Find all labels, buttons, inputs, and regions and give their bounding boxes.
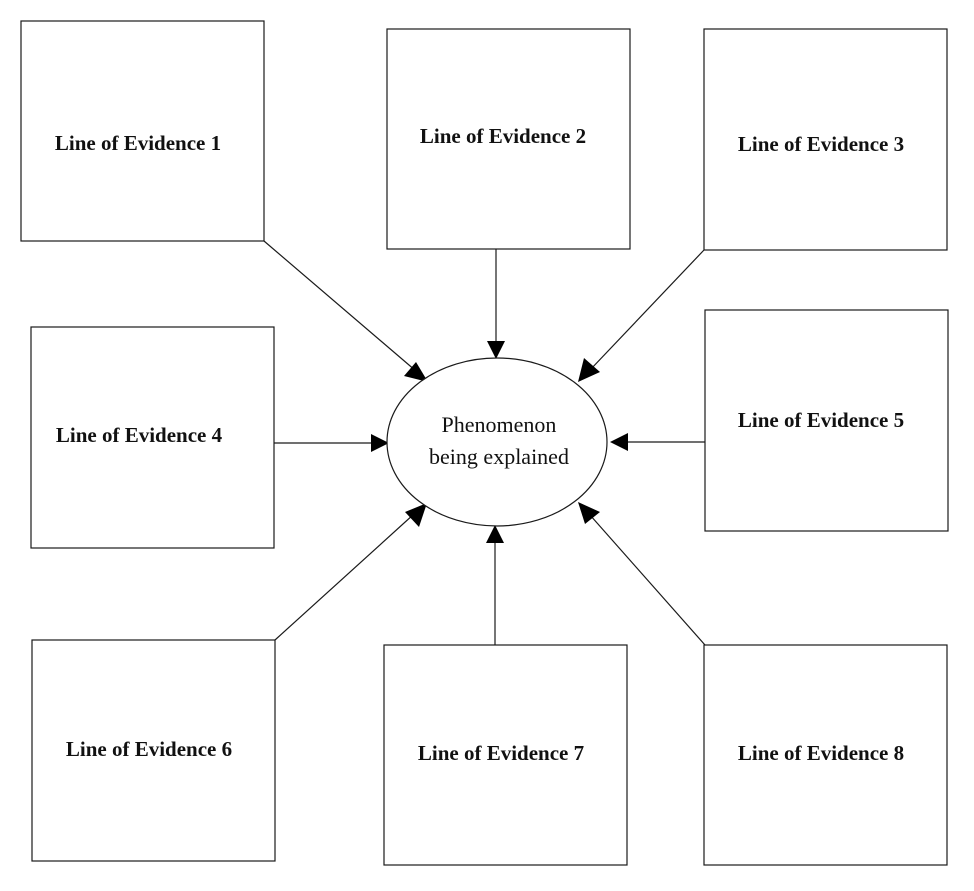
box-label: Line of Evidence 1 bbox=[55, 131, 221, 155]
box-2: Line of Evidence 2 bbox=[386, 28, 631, 250]
box-label: Line of Evidence 4 bbox=[56, 423, 223, 447]
center-node: Phenomenon being explained bbox=[386, 357, 608, 527]
box-label: Line of Evidence 2 bbox=[420, 124, 586, 148]
box-label: Line of Evidence 7 bbox=[418, 741, 584, 765]
arrow-box-8 bbox=[578, 502, 706, 646]
arrow-box-6 bbox=[274, 503, 427, 641]
box-3: Line of Evidence 3 bbox=[703, 28, 948, 251]
box-5: Line of Evidence 5 bbox=[704, 309, 949, 532]
center-label-line2: being explained bbox=[429, 444, 569, 469]
center-label-line1: Phenomenon bbox=[442, 412, 557, 437]
box-7: Line of Evidence 7 bbox=[383, 644, 628, 866]
box-label: Line of Evidence 3 bbox=[738, 132, 904, 156]
box-label: Line of Evidence 5 bbox=[738, 408, 904, 432]
box-8: Line of Evidence 8 bbox=[703, 644, 948, 866]
box-6: Line of Evidence 6 bbox=[31, 639, 276, 862]
box-label: Line of Evidence 8 bbox=[738, 741, 904, 765]
arrow-box-3 bbox=[578, 249, 705, 382]
arrows bbox=[263, 240, 706, 646]
arrow-box-7 bbox=[486, 525, 504, 645]
arrow-box-2 bbox=[487, 249, 505, 359]
arrow-box-1 bbox=[263, 240, 428, 382]
box-4: Line of Evidence 4 bbox=[30, 326, 275, 549]
arrow-box-5 bbox=[610, 433, 705, 451]
arrow-box-4 bbox=[274, 434, 389, 452]
box-label: Line of Evidence 6 bbox=[66, 737, 232, 761]
box-1: Line of Evidence 1 bbox=[20, 20, 265, 242]
